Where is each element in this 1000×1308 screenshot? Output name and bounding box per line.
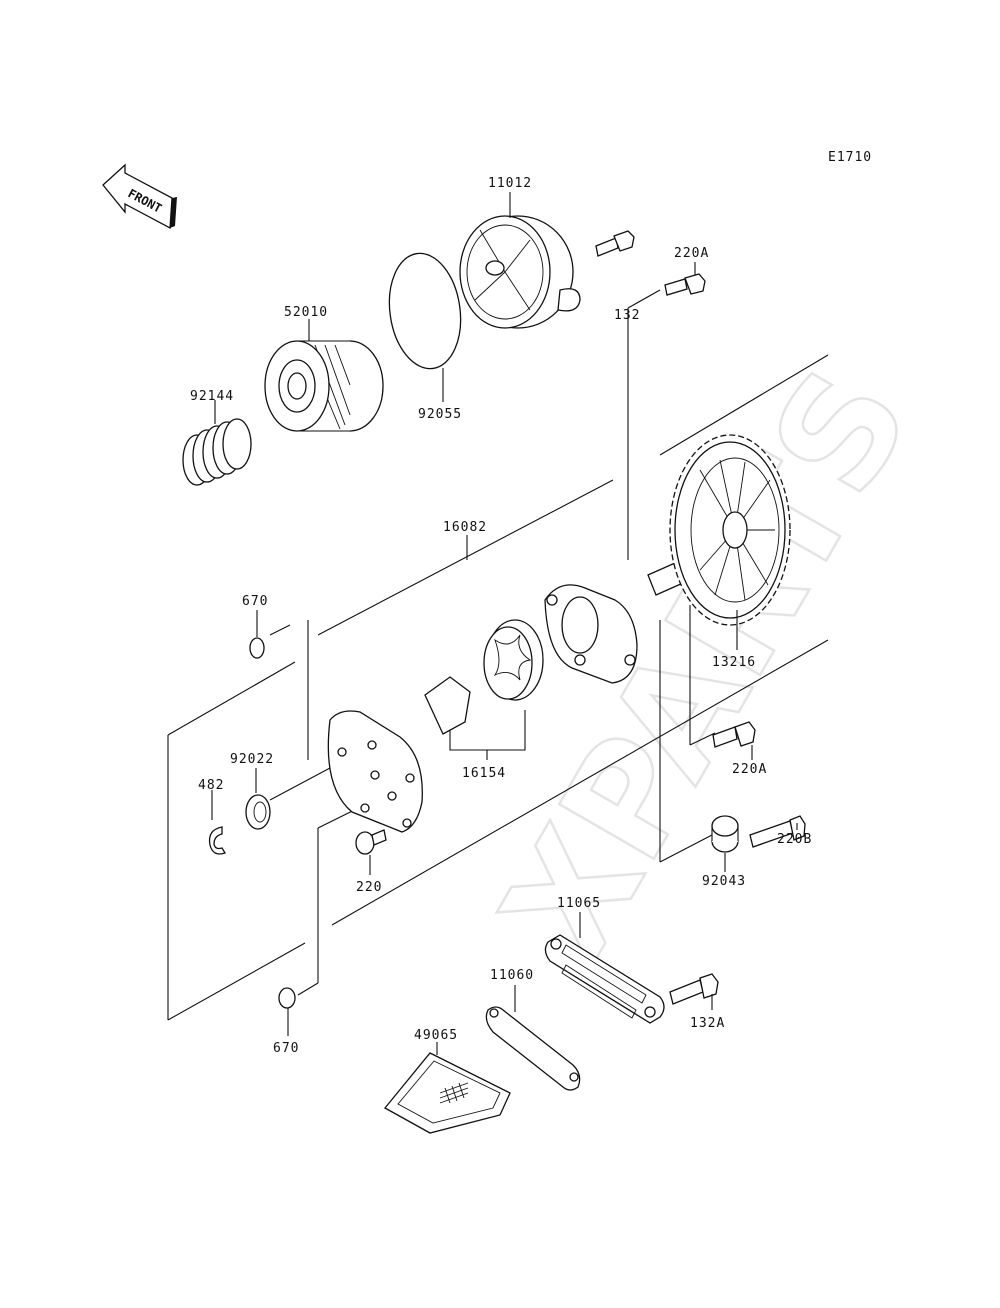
label-220A-mid: 220A xyxy=(732,762,767,777)
label-11065: 11065 xyxy=(557,896,601,911)
bolt-132 xyxy=(595,230,635,257)
label-670-top: 670 xyxy=(242,594,268,609)
circlip-482 xyxy=(208,826,226,855)
oil-filter-52010 xyxy=(264,340,384,432)
label-132A: 132A xyxy=(690,1016,725,1031)
label-92144: 92144 xyxy=(190,389,234,404)
o-ring-670-top xyxy=(249,637,265,659)
gasket-11060 xyxy=(485,1006,581,1091)
rotor-16154 xyxy=(424,619,544,735)
bolt-220A-mid xyxy=(712,721,756,748)
bolt-132A xyxy=(669,973,719,1005)
diagram-code: E1710 xyxy=(828,150,872,165)
bolt-220A-top xyxy=(664,273,706,296)
label-16082: 16082 xyxy=(443,520,487,535)
pump-plate xyxy=(327,710,423,833)
collar-92043 xyxy=(711,815,739,853)
screen-49065 xyxy=(384,1052,511,1134)
o-ring-670-bottom xyxy=(278,987,296,1009)
front-arrow-icon: FRONT xyxy=(102,163,177,230)
label-13216: 13216 xyxy=(712,655,756,670)
washer-92022 xyxy=(245,794,271,830)
assembly-outline xyxy=(167,289,829,1021)
label-482: 482 xyxy=(198,778,224,793)
label-220: 220 xyxy=(356,880,382,895)
label-52010: 52010 xyxy=(284,305,328,320)
screw-220 xyxy=(355,829,387,855)
pump-cover-11012 xyxy=(459,192,581,329)
o-ring-92055 xyxy=(388,252,462,370)
label-92022: 92022 xyxy=(230,752,274,767)
label-670-bottom: 670 xyxy=(273,1041,299,1056)
label-11060: 11060 xyxy=(490,968,534,983)
label-220A-top: 220A xyxy=(674,246,709,261)
label-11012: 11012 xyxy=(488,176,532,191)
label-16154: 16154 xyxy=(462,766,506,781)
label-132: 132 xyxy=(614,308,640,323)
label-220B: 220B xyxy=(777,832,812,847)
pump-body xyxy=(544,584,638,684)
gear-13216 xyxy=(647,434,791,626)
spring-92144 xyxy=(182,418,252,486)
label-49065: 49065 xyxy=(414,1028,458,1043)
cover-11065 xyxy=(544,934,665,1024)
label-92043: 92043 xyxy=(702,874,746,889)
label-92055: 92055 xyxy=(418,407,462,422)
